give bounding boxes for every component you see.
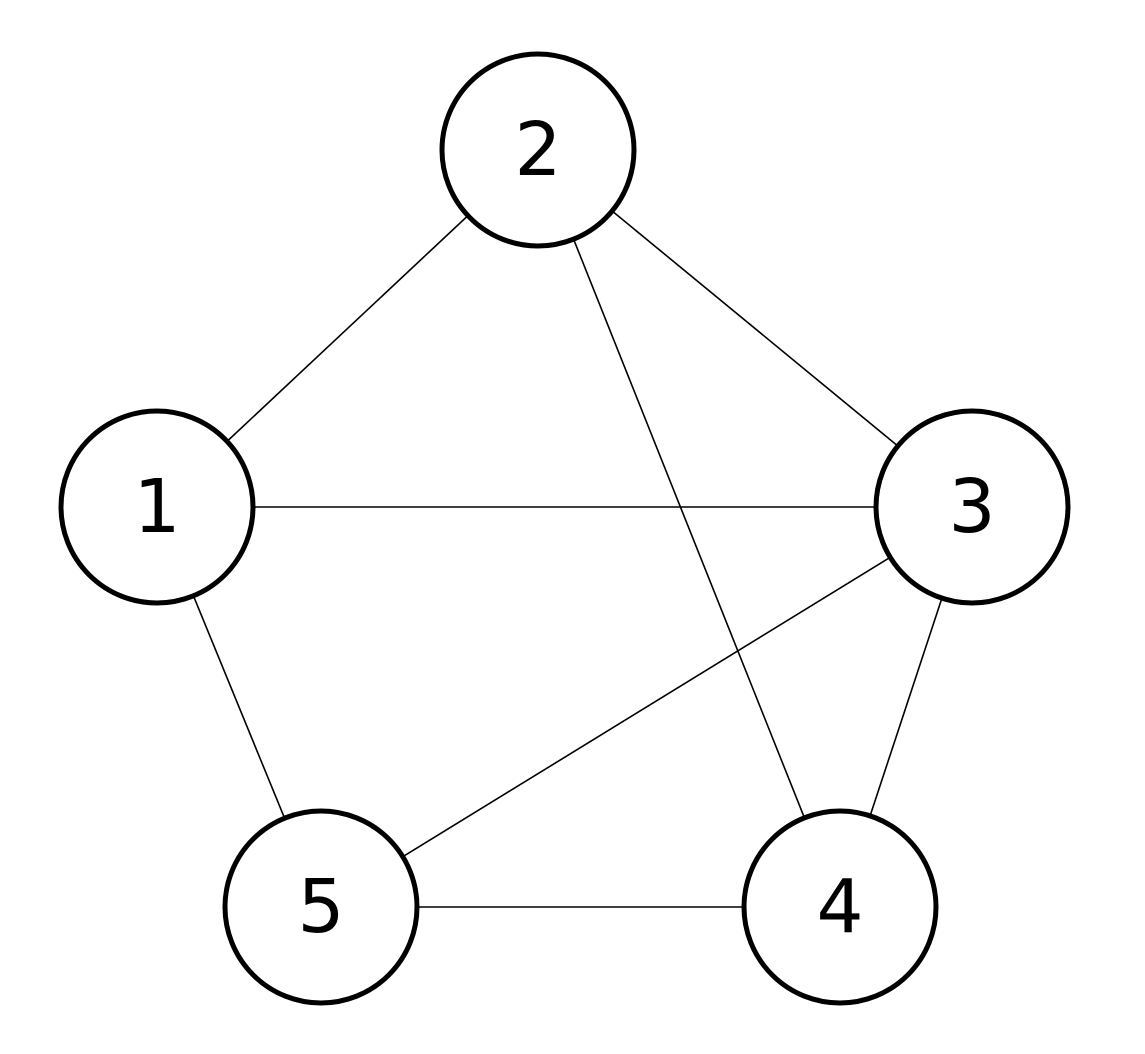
node-1-circle <box>58 408 256 606</box>
node-2-label: 2 <box>514 107 561 193</box>
node-4-label: 4 <box>816 864 863 950</box>
node-5-label: 5 <box>297 864 344 950</box>
edge-2-3 <box>611 210 899 447</box>
node-1: 1 <box>58 408 256 606</box>
edges-layer <box>192 210 943 908</box>
node-4-circle <box>741 808 939 1006</box>
node-1-label: 1 <box>133 464 180 550</box>
node-2: 2 <box>439 51 637 249</box>
node-5: 5 <box>222 808 420 1006</box>
edge-1-5 <box>192 595 286 819</box>
node-3: 3 <box>873 408 1071 606</box>
node-3-circle <box>873 408 1071 606</box>
edge-3-5 <box>402 556 891 858</box>
node-4: 4 <box>741 808 939 1006</box>
edge-1-2 <box>226 215 469 442</box>
node-3-label: 3 <box>948 464 995 550</box>
node-5-circle <box>222 808 420 1006</box>
node-2-circle <box>439 51 637 249</box>
edge-2-4 <box>572 238 806 819</box>
edge-3-4 <box>869 597 943 817</box>
